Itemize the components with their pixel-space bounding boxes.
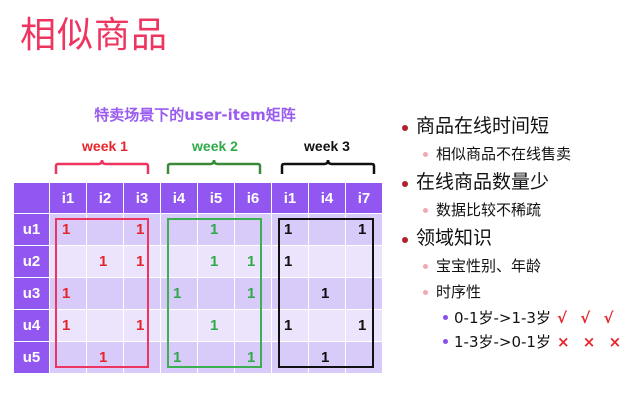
week-1-brace-icon	[54, 159, 150, 174]
matrix-cell: 1	[235, 342, 272, 374]
matrix-cell: 1	[346, 310, 383, 342]
matrix-cell: 1	[309, 278, 346, 310]
bullet-text: 在线商品数量少	[416, 171, 550, 193]
week-1-label: week 1	[82, 138, 128, 154]
check-marks-icon: √ √ √	[556, 309, 618, 327]
column-header: i4	[161, 183, 198, 214]
bullet-text: 数据比较不稀疏	[436, 201, 542, 219]
bullet-text: 时序性	[436, 283, 482, 301]
bullet-text: 相似商品不在线售卖	[436, 145, 572, 163]
matrix-cell: 1	[124, 310, 161, 342]
matrix-cell: 1	[309, 342, 346, 374]
cross-marks-icon: × × ×	[556, 333, 626, 351]
matrix-cell	[87, 310, 124, 342]
bullet-item-level-2: 时序性	[398, 280, 625, 306]
matrix-cell: 1	[87, 246, 124, 278]
column-header: i5	[198, 183, 235, 214]
matrix-cell	[198, 278, 235, 310]
matrix-cell: 1	[87, 342, 124, 374]
bullet-item-level-3: 0-1岁->1-3岁 √ √ √	[398, 306, 625, 330]
bullet-item-level-3: 1-3岁->0-1岁 × × ×	[398, 330, 625, 354]
matrix-cell: 1	[235, 278, 272, 310]
column-header: i2	[87, 183, 124, 214]
matrix-cell	[309, 310, 346, 342]
matrix-cell	[346, 278, 383, 310]
matrix-cell	[198, 342, 235, 374]
bullet-list: 商品在线时间短相似商品不在线售卖在线商品数量少数据比较不稀疏领域知识宝宝性别、年…	[398, 112, 625, 354]
matrix-title: 特卖场景下的user-item矩阵	[94, 106, 296, 124]
week-2-box	[167, 218, 262, 368]
row-header: u3	[14, 278, 50, 310]
matrix-cell: 1	[198, 246, 235, 278]
matrix-cell	[124, 278, 161, 310]
bullet-item-level-1: 领域知识	[398, 224, 625, 254]
matrix-cell	[309, 246, 346, 278]
bullet-text: 商品在线时间短	[416, 115, 550, 137]
row-header: u5	[14, 342, 50, 374]
bullet-item-level-2: 宝宝性别、年龄	[398, 254, 625, 280]
column-header: i1	[272, 183, 309, 214]
matrix-cell: 1	[235, 246, 272, 278]
matrix-cell	[235, 310, 272, 342]
week-2-label: week 2	[192, 138, 238, 154]
bullet-item-level-2: 数据比较不稀疏	[398, 198, 625, 224]
matrix-cell	[346, 342, 383, 374]
bullet-item-level-2: 相似商品不在线售卖	[398, 142, 625, 168]
bullet-item-level-1: 在线商品数量少	[398, 168, 625, 198]
column-header: i4	[309, 183, 346, 214]
week-3-label: week 3	[304, 138, 350, 154]
column-header: i1	[50, 183, 87, 214]
week-3-box	[278, 218, 374, 368]
bullet-text: 0-1岁->1-3岁	[454, 309, 551, 327]
matrix-cell: 1	[124, 246, 161, 278]
matrix-cell: 1	[198, 310, 235, 342]
bullet-text: 1-3岁->0-1岁	[454, 333, 551, 351]
row-header: u4	[14, 310, 50, 342]
bullet-text: 宝宝性别、年龄	[436, 257, 542, 275]
week-1-box	[55, 218, 149, 368]
slide-title: 相似商品	[20, 15, 169, 56]
column-header: i6	[235, 183, 272, 214]
matrix-corner	[14, 183, 50, 214]
matrix-cell	[124, 342, 161, 374]
week-2-brace-icon	[166, 159, 262, 174]
column-header: i7	[346, 183, 383, 214]
row-header: u1	[14, 214, 50, 246]
bullet-text: 领域知识	[416, 227, 493, 249]
week-3-brace-icon	[280, 159, 376, 174]
column-header: i3	[124, 183, 161, 214]
bullet-item-level-1: 商品在线时间短	[398, 112, 625, 142]
matrix-cell	[346, 246, 383, 278]
row-header: u2	[14, 246, 50, 278]
matrix-cell	[87, 278, 124, 310]
